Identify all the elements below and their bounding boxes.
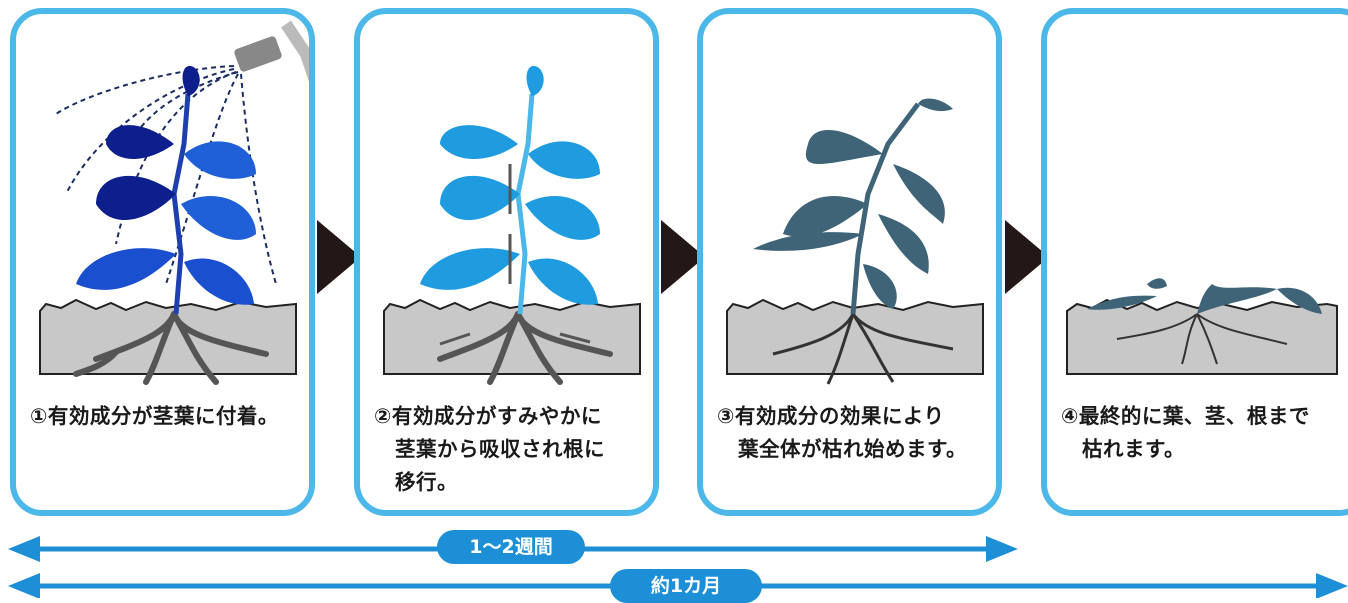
step-panel-3: ③有効成分の効果により 葉全体が枯れ始めます。 [697,8,1002,516]
short-duration-label: 1〜2週間 [437,530,585,564]
plant-absorbing-illustration [383,65,641,385]
next-step-arrow-1 [317,220,361,294]
plant-dead-illustration [1066,278,1338,375]
long-duration-label: 約1カ月 [610,569,762,603]
plant-sprayed-illustration [39,20,309,385]
step-panel-4: ④最終的に葉、茎、根まで 枯れます。 [1041,8,1348,516]
step-panel-2: ②有効成分がすみやかに 茎葉から吸収され根に 移行。 [354,8,659,516]
step-panel-1: ①有効成分が茎葉に付着。 [10,8,315,516]
step-2-caption: ②有効成分がすみやかに 茎葉から吸収され根に 移行。 [374,404,605,494]
step-4-caption: ④最終的に葉、茎、根まで 枯れます。 [1061,404,1310,461]
plant-withering-illustration [726,98,984,385]
step-3-caption: ③有効成分の効果により 葉全体が枯れ始めます。 [717,404,967,461]
step-1-caption: ①有効成分が茎葉に付着。 [30,404,279,428]
